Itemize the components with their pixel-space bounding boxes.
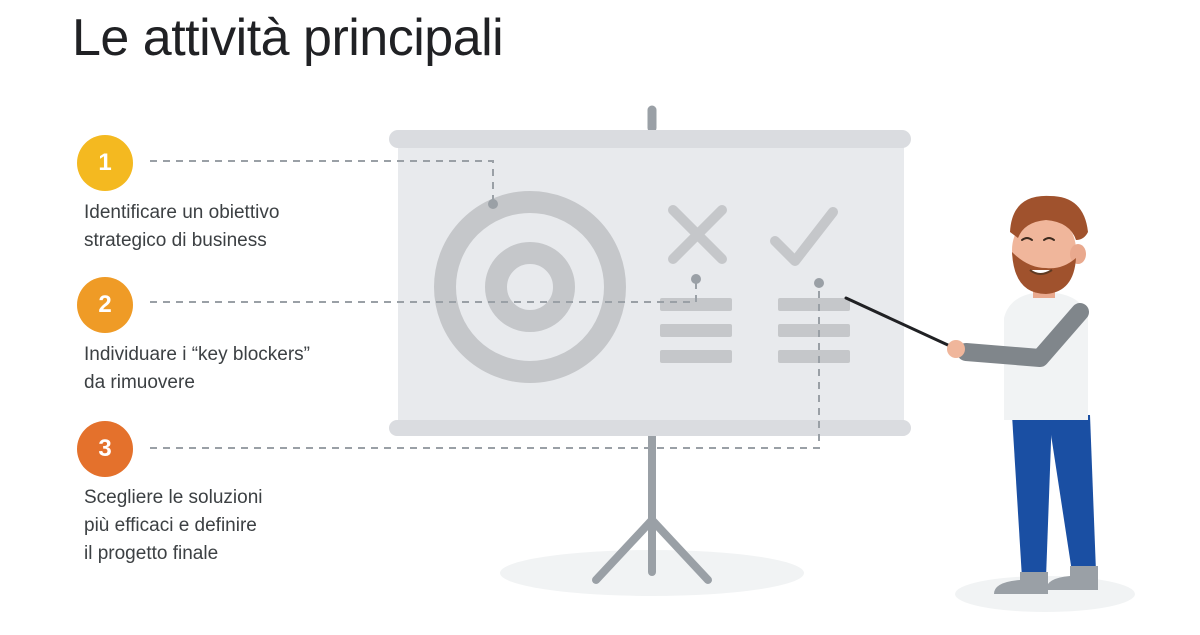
step-1-line-1: Identificare un obiettivo xyxy=(84,202,280,223)
target-icon xyxy=(434,191,626,383)
step-1-number: 1 xyxy=(98,149,112,176)
step-3-number: 3 xyxy=(98,435,112,462)
step-2-number: 2 xyxy=(98,291,112,318)
cross-list-lines xyxy=(660,298,732,363)
leader-line-3 xyxy=(150,283,820,449)
presenter-shoes xyxy=(994,572,1048,594)
check-icon xyxy=(770,207,838,266)
leader-lines xyxy=(150,160,820,449)
step-3-line-1: Scegliere le soluzioni xyxy=(84,487,263,508)
step-3-line-3: il progetto finale xyxy=(84,543,219,564)
cross-icon xyxy=(668,205,727,264)
leader-line-1 xyxy=(150,160,494,203)
presenter-hair xyxy=(1010,195,1088,240)
step-3-badge: 3 xyxy=(77,421,133,477)
presenter-hand xyxy=(947,340,965,358)
presenter xyxy=(947,195,1098,594)
step-1-badge: 1 xyxy=(77,135,133,191)
presenter-arm xyxy=(957,303,1089,367)
step-1-description: Identificare un obiettivo strategico di … xyxy=(84,199,384,255)
projector-stand xyxy=(592,105,712,584)
step-2-line-2: da rimuovere xyxy=(84,372,195,393)
pointer-stick xyxy=(844,296,952,348)
leader-line-2 xyxy=(150,280,697,303)
step-2-description: Individuare i “key blockers” da rimuover… xyxy=(84,341,384,397)
step-2-badge: 2 xyxy=(77,277,133,333)
check-list-lines xyxy=(778,298,850,363)
presenter-legs xyxy=(1012,415,1052,578)
step-3-line-2: più efficaci e definire xyxy=(84,515,257,536)
step-2-line-1: Individuare i “key blockers” xyxy=(84,344,310,365)
leader-dots xyxy=(488,199,824,288)
screen-top-bar xyxy=(389,130,911,148)
page-title: Le attività principali xyxy=(72,9,504,67)
step-1-line-2: strategico di business xyxy=(84,230,267,251)
projector-screen xyxy=(398,140,904,428)
step-3-description: Scegliere le soluzioni più efficaci e de… xyxy=(84,484,384,568)
screen-bottom-bar xyxy=(389,420,911,436)
